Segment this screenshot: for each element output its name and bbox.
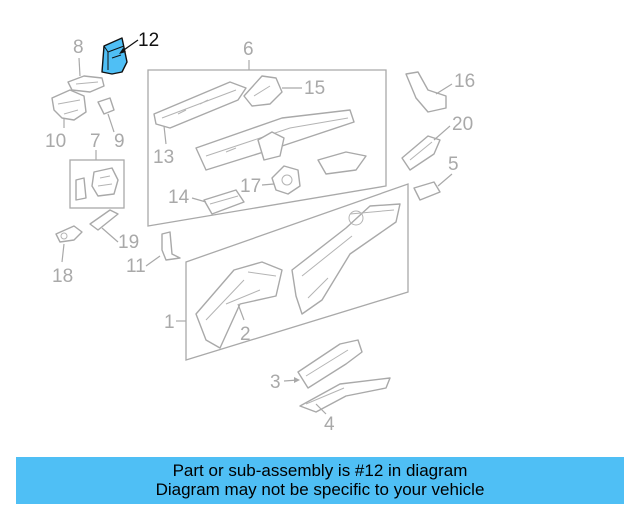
callout-15[interactable]: 15 xyxy=(304,78,325,99)
part-19[interactable] xyxy=(89,209,119,231)
part-17[interactable] xyxy=(271,165,301,195)
parts-diagram: 12 8 10 9 7 19 18 11 6 xyxy=(45,30,475,435)
part-4[interactable] xyxy=(299,377,391,413)
part-12-highlighted[interactable] xyxy=(101,37,128,75)
callout-17[interactable]: 17 xyxy=(240,176,261,197)
part-8[interactable] xyxy=(67,75,105,93)
callout-1[interactable]: 1 xyxy=(164,312,175,333)
callout-16[interactable]: 16 xyxy=(454,71,475,92)
part-7[interactable] xyxy=(75,167,119,201)
callout-14[interactable]: 14 xyxy=(168,187,190,208)
part-15[interactable] xyxy=(243,75,283,107)
callout-3[interactable]: 3 xyxy=(270,372,281,393)
part-3[interactable] xyxy=(297,339,363,389)
callout-2[interactable]: 2 xyxy=(240,324,251,345)
part-11[interactable] xyxy=(161,231,181,261)
part-5[interactable] xyxy=(413,181,441,201)
part-16[interactable] xyxy=(405,71,447,113)
part-13[interactable] xyxy=(153,81,247,129)
callout-13[interactable]: 13 xyxy=(153,147,174,168)
arrow-12 xyxy=(119,48,126,54)
callout-19[interactable]: 19 xyxy=(118,232,139,253)
callout-8[interactable]: 8 xyxy=(73,37,84,58)
callout-12[interactable]: 12 xyxy=(138,30,159,51)
callout-9[interactable]: 9 xyxy=(114,131,125,152)
callout-18[interactable]: 18 xyxy=(52,266,73,287)
part-14[interactable] xyxy=(203,189,245,215)
callout-11[interactable]: 11 xyxy=(126,256,146,277)
part-6-right-bracket[interactable] xyxy=(317,151,367,175)
part-18[interactable] xyxy=(55,225,83,243)
callout-5[interactable]: 5 xyxy=(448,154,459,175)
callout-10[interactable]: 10 xyxy=(45,131,66,152)
banner-line-1: Part or sub-assembly is #12 in diagram xyxy=(172,461,468,480)
part-7-group-frame xyxy=(69,159,125,209)
callout-6[interactable]: 6 xyxy=(243,39,254,60)
info-banner: Part or sub-assembly is #12 in diagram D… xyxy=(16,457,624,504)
part-1-right-section[interactable] xyxy=(291,203,401,315)
part-20[interactable] xyxy=(401,135,441,171)
part-10[interactable] xyxy=(51,89,87,121)
part-6-main-rail[interactable] xyxy=(195,109,355,171)
callout-4[interactable]: 4 xyxy=(324,414,335,435)
banner-line-2: Diagram may not be specific to your vehi… xyxy=(155,480,485,499)
callout-7[interactable]: 7 xyxy=(90,131,101,152)
callout-20[interactable]: 20 xyxy=(452,114,473,135)
part-9[interactable] xyxy=(97,97,115,115)
group-1-frame xyxy=(185,183,409,361)
group-6-frame xyxy=(147,69,387,227)
